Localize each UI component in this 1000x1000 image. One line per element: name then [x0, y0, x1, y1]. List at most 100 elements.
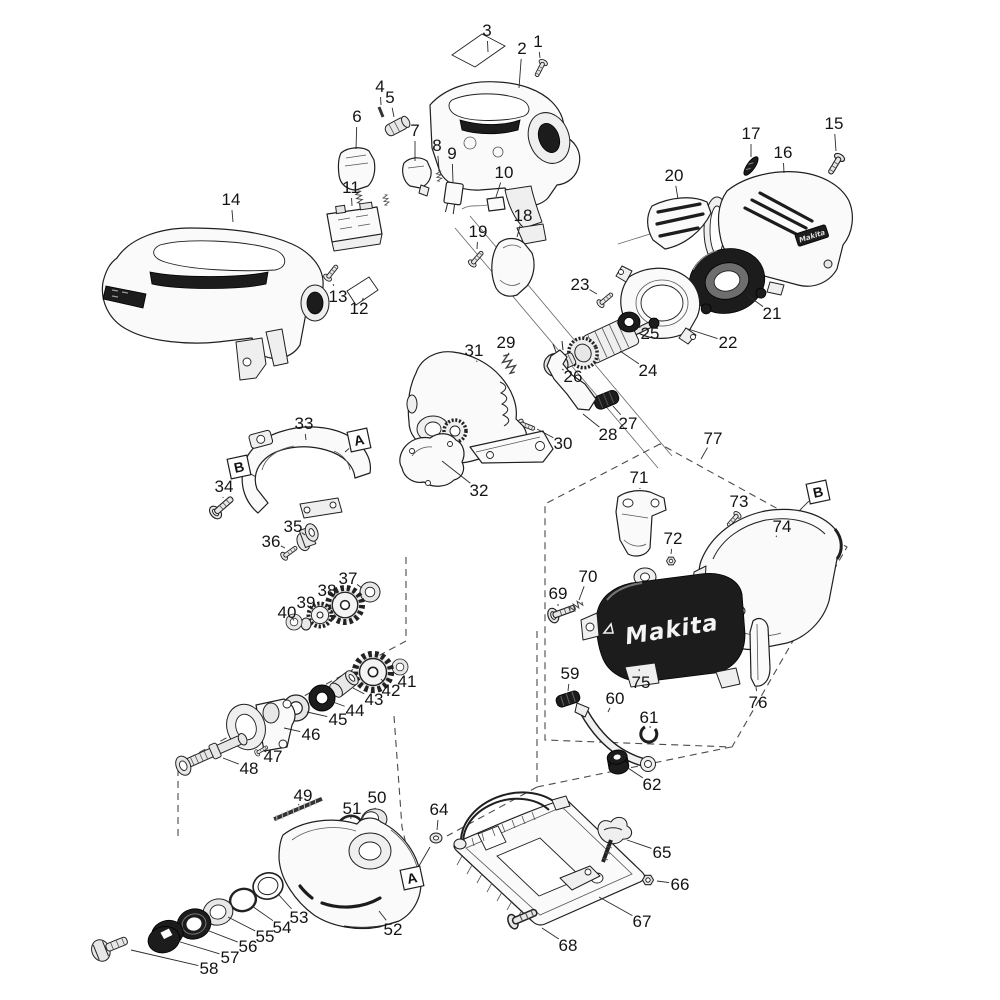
leader-lines — [130, 40, 837, 966]
part-75-blade-case: Makita — [580, 567, 746, 689]
part-label-74: 74 — [773, 517, 792, 536]
part-17-strip — [743, 156, 759, 176]
part-14-housing — [101, 227, 330, 381]
part-25-bearing — [617, 311, 641, 333]
part-53-ring — [252, 872, 284, 900]
part-label-56: 56 — [239, 937, 258, 956]
part-label-35: 35 — [284, 517, 303, 536]
part-label-14: 14 — [222, 190, 241, 209]
leader-line-77 — [700, 447, 708, 460]
part-10-connector — [461, 196, 506, 212]
part-label-34: 34 — [215, 477, 234, 496]
leader-line-39 — [311, 609, 313, 612]
part-label-2: 2 — [517, 39, 526, 58]
leader-line-74 — [775, 535, 778, 538]
leader-line-54 — [251, 905, 274, 922]
ref-label-A: A — [352, 431, 365, 449]
leader-line-46 — [283, 727, 301, 733]
leader-line-70 — [578, 586, 585, 601]
leader-line-67 — [598, 896, 633, 917]
part-label-60: 60 — [606, 689, 625, 708]
leader-line-43 — [352, 687, 365, 695]
part-61-clip — [639, 725, 659, 744]
part-4-pin — [377, 106, 385, 118]
part-13-screw — [321, 262, 341, 284]
leader-line-42 — [380, 678, 384, 683]
part-label-22: 22 — [719, 333, 738, 352]
part-illustrations: Makita — [91, 33, 853, 962]
part-label-54: 54 — [273, 918, 292, 937]
part-label-11: 11 — [342, 178, 360, 197]
part-label-24: 24 — [639, 361, 658, 380]
part-label-64: 64 — [430, 800, 449, 819]
ref-leader-A-2 — [418, 846, 431, 867]
leader-line-36 — [280, 545, 286, 549]
part-label-52: 52 — [384, 920, 403, 939]
leader-line-76 — [755, 686, 757, 692]
part-label-38: 38 — [318, 581, 337, 600]
part-label-9: 9 — [447, 144, 456, 163]
part-20-baffle — [647, 197, 712, 250]
part-19-screw — [466, 248, 487, 269]
part-label-51: 51 — [343, 799, 362, 818]
reference-markers: A B A B — [226, 427, 831, 891]
leader-line-27 — [612, 405, 622, 416]
part-label-33: 33 — [295, 414, 314, 433]
part-64-washer — [429, 832, 443, 844]
part-label-8: 8 — [432, 136, 441, 155]
leader-line-56 — [203, 928, 238, 943]
ref-box-A — [346, 427, 372, 453]
part-28-lever — [546, 340, 597, 411]
part-label-44: 44 — [346, 701, 365, 720]
leader-line-64 — [436, 819, 439, 831]
part-59-cushion — [555, 690, 581, 708]
part-label-10: 10 — [495, 163, 514, 182]
part-label-59: 59 — [561, 664, 580, 683]
part-label-72: 72 — [664, 529, 683, 548]
part-label-13: 13 — [329, 287, 348, 306]
leader-line-30 — [536, 428, 554, 439]
ref-marker-A-2: A — [399, 865, 425, 891]
leader-line-33 — [304, 433, 307, 441]
part-label-55: 55 — [256, 927, 275, 946]
part-35-spacer — [296, 523, 319, 552]
ref-box-B — [226, 454, 252, 480]
part-12-label — [346, 276, 379, 306]
leader-line-10 — [495, 182, 502, 198]
part-label-73: 73 — [730, 492, 749, 511]
part-label-68: 68 — [559, 936, 578, 955]
part-label-30: 30 — [554, 434, 573, 453]
part-label-6: 6 — [352, 107, 361, 126]
leader-line-18 — [516, 225, 521, 238]
part-label-48: 48 — [240, 759, 259, 778]
part-72-nut — [666, 556, 676, 566]
leader-line-28 — [582, 413, 600, 428]
part-label-77: 77 — [704, 429, 723, 448]
leader-line-15 — [834, 133, 837, 152]
part-7-lever — [402, 157, 432, 197]
leader-line-20 — [675, 185, 679, 200]
part-33-safety-cover — [241, 426, 372, 519]
leader-line-26 — [561, 368, 564, 371]
part-label-20: 20 — [665, 166, 684, 185]
part-label-36: 36 — [262, 532, 281, 551]
leader-line-38 — [334, 596, 337, 599]
part-label-57: 57 — [221, 948, 240, 967]
ref-leader-B-3 — [798, 500, 810, 512]
ref-label-B: B — [811, 483, 824, 501]
leader-line-29 — [508, 352, 510, 356]
part-label-28: 28 — [599, 425, 618, 444]
part-label-40: 40 — [278, 603, 297, 622]
leader-line-68 — [541, 927, 560, 940]
part-label-31: 31 — [465, 341, 484, 360]
leader-line-1 — [538, 51, 541, 59]
ref-marker-A-0: A — [346, 427, 372, 453]
leader-line-21 — [746, 294, 764, 307]
leader-line-9 — [451, 163, 454, 183]
part-label-47: 47 — [264, 747, 283, 766]
leader-line-45 — [306, 711, 328, 718]
part-label-16: 16 — [774, 143, 793, 162]
ref-marker-B-1: B — [226, 454, 252, 480]
part-label-3: 3 — [482, 21, 491, 40]
